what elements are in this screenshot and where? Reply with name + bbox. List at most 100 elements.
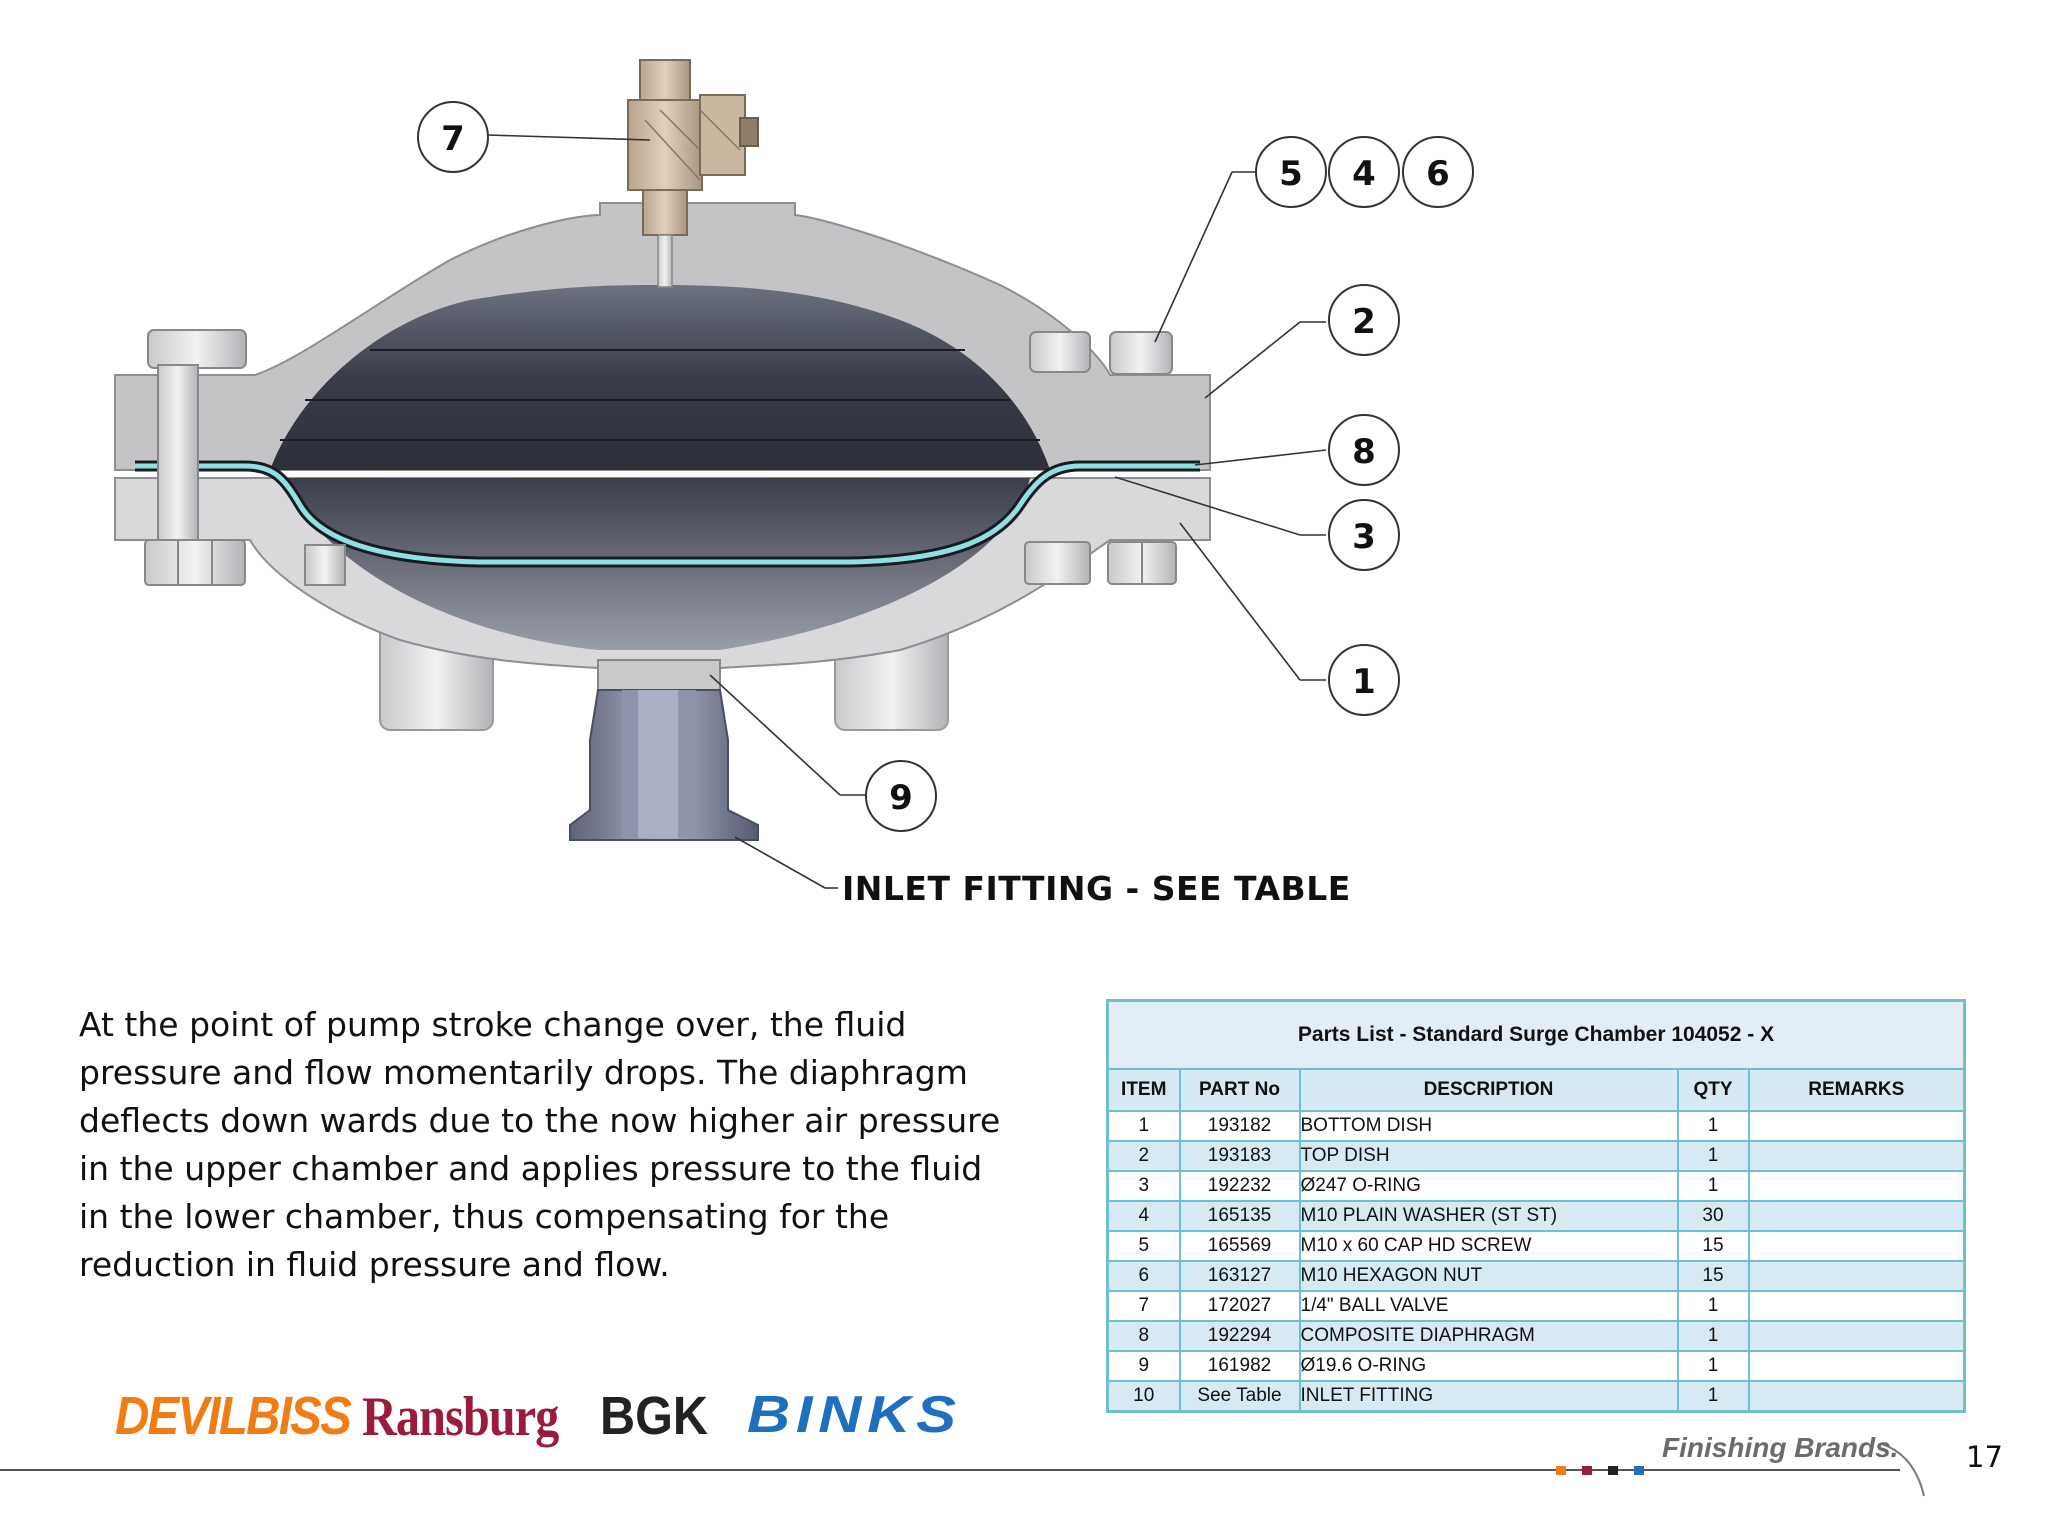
callout-9: 9	[865, 760, 937, 832]
dot	[1634, 1466, 1644, 1475]
binks-logo: BINKS	[747, 1386, 962, 1444]
cell-part-no: 193183	[1178, 1140, 1301, 1172]
cell-remarks	[1747, 1290, 1966, 1322]
callout-3: 3	[1328, 499, 1400, 571]
svg-text:7: 7	[441, 119, 465, 159]
cell-qty: 1	[1676, 1170, 1750, 1202]
diaphragm-highlight	[135, 463, 1200, 565]
description-paragraph: At the point of pump stroke change over,…	[79, 1001, 1029, 1289]
cell-part-no: 192294	[1178, 1320, 1301, 1352]
description-line: pressure and flow momentarily drops. The…	[79, 1053, 968, 1092]
footer-swoosh	[1881, 1443, 1925, 1497]
col-header-item: ITEM	[1106, 1068, 1181, 1112]
cell-description: M10 PLAIN WASHER (ST ST)	[1298, 1200, 1679, 1232]
svg-text:8: 8	[1352, 432, 1376, 472]
description-line: reduction in fluid pressure and flow.	[79, 1245, 670, 1284]
cell-remarks	[1747, 1380, 1966, 1413]
cell-item: 7	[1106, 1290, 1181, 1322]
surge-chamber-cross-section-diagram: 7 5 4 6 2 8 3 1 9 INLET FITTING - SEE TA…	[114, 59, 1474, 908]
cell-item: 8	[1106, 1320, 1181, 1352]
cell-item: 5	[1106, 1230, 1181, 1262]
table-row: 7 172027 1/4" BALL VALVE 1	[1106, 1290, 1966, 1322]
parts-list: Parts List - Standard Surge Chamber 1040…	[1106, 999, 1967, 1413]
cell-part-no: 163127	[1178, 1260, 1301, 1292]
finishing-brands-logo: Finishing Brands.	[1662, 1432, 1899, 1463]
callout-6: 6	[1402, 136, 1474, 208]
col-header-remarks: REMARKS	[1747, 1068, 1966, 1112]
cell-description: BOTTOM DISH	[1298, 1110, 1679, 1142]
cell-description: Ø247 O-RING	[1298, 1170, 1679, 1202]
dot	[1608, 1466, 1618, 1475]
parts-table-title: Parts List - Standard Surge Chamber 1040…	[1106, 999, 1966, 1070]
inlet-fitting	[569, 659, 759, 841]
table-row: 2 193183 TOP DISH 1	[1106, 1140, 1966, 1172]
callout-1: 1	[1328, 644, 1400, 716]
table-row: 8 192294 COMPOSITE DIAPHRAGM 1	[1106, 1320, 1966, 1352]
cell-description: COMPOSITE DIAPHRAGM	[1298, 1320, 1679, 1352]
table-row: 6 163127 M10 HEXAGON NUT 15	[1106, 1260, 1966, 1292]
cell-item: 2	[1106, 1140, 1181, 1172]
footer-rule	[0, 1469, 1900, 1471]
cell-remarks	[1747, 1320, 1966, 1352]
callout-5: 5	[1255, 136, 1327, 208]
cell-remarks	[1747, 1110, 1966, 1142]
callout-4: 4	[1328, 136, 1400, 208]
finishing-brands-dots	[1556, 1466, 1644, 1475]
cell-part-no: 172027	[1178, 1290, 1301, 1322]
cell-part-no: 193182	[1178, 1110, 1301, 1142]
table-row: 5 165569 M10 x 60 CAP HD SCREW 15	[1106, 1230, 1966, 1262]
right-bolt-assembly	[1024, 331, 1177, 585]
svg-text:6: 6	[1426, 154, 1450, 194]
ransburg-logo: Ransburg	[362, 1386, 559, 1448]
cell-description: M10 HEXAGON NUT	[1298, 1260, 1679, 1292]
cell-item: 9	[1106, 1350, 1181, 1382]
dot	[1556, 1466, 1566, 1475]
description-line: deflects down wards due to the now highe…	[79, 1101, 1001, 1140]
page-number: 17	[1966, 1440, 2003, 1474]
cell-description: INLET FITTING	[1298, 1380, 1679, 1413]
cell-qty: 1	[1676, 1290, 1750, 1322]
cell-part-no: 165569	[1178, 1230, 1301, 1262]
cell-qty: 1	[1676, 1320, 1750, 1352]
cell-remarks	[1747, 1200, 1966, 1232]
devilbiss-logo: DEVILBISS	[115, 1386, 352, 1446]
cell-qty: 1	[1676, 1380, 1750, 1413]
dome-shading-lines	[280, 349, 1040, 441]
table-row: 3 192232 Ø247 O-RING 1	[1106, 1170, 1966, 1202]
col-header-part-no: PART No	[1178, 1068, 1301, 1112]
cell-description: 1/4" BALL VALVE	[1298, 1290, 1679, 1322]
ball-valve	[627, 59, 759, 288]
cell-part-no: 192232	[1178, 1170, 1301, 1202]
table-row: 9 161982 Ø19.6 O-RING 1	[1106, 1350, 1966, 1382]
svg-text:9: 9	[889, 778, 913, 818]
svg-text:2: 2	[1352, 302, 1376, 342]
cell-remarks	[1747, 1350, 1966, 1382]
cell-part-no: 161982	[1178, 1350, 1301, 1382]
cell-description: TOP DISH	[1298, 1140, 1679, 1172]
dot	[1582, 1466, 1592, 1475]
svg-text:3: 3	[1352, 517, 1376, 557]
leader-lines	[487, 134, 1327, 889]
col-header-description: DESCRIPTION	[1298, 1068, 1679, 1112]
table-row: 10 See Table INLET FITTING 1	[1106, 1380, 1966, 1413]
cell-qty: 30	[1676, 1200, 1750, 1232]
callout-7: 7	[417, 101, 489, 173]
cell-qty: 15	[1676, 1230, 1750, 1262]
cell-description: M10 x 60 CAP HD SCREW	[1298, 1230, 1679, 1262]
callout-2: 2	[1328, 284, 1400, 356]
cell-qty: 15	[1676, 1260, 1750, 1292]
callout-8: 8	[1328, 414, 1400, 486]
cell-remarks	[1747, 1230, 1966, 1262]
description-line: At the point of pump stroke change over,…	[79, 1005, 907, 1044]
table-row: 4 165135 M10 PLAIN WASHER (ST ST) 30	[1106, 1200, 1966, 1232]
cell-remarks	[1747, 1140, 1966, 1172]
cell-part-no: See Table	[1178, 1380, 1301, 1413]
cell-qty: 1	[1676, 1140, 1750, 1172]
cell-item: 4	[1106, 1200, 1181, 1232]
cell-part-no: 165135	[1178, 1200, 1301, 1232]
svg-text:4: 4	[1352, 154, 1376, 194]
bgk-logo: BGK	[600, 1386, 708, 1446]
cell-remarks	[1747, 1170, 1966, 1202]
left-bolt-assembly	[144, 329, 346, 586]
description-line: in the lower chamber, thus compensating …	[79, 1197, 890, 1236]
